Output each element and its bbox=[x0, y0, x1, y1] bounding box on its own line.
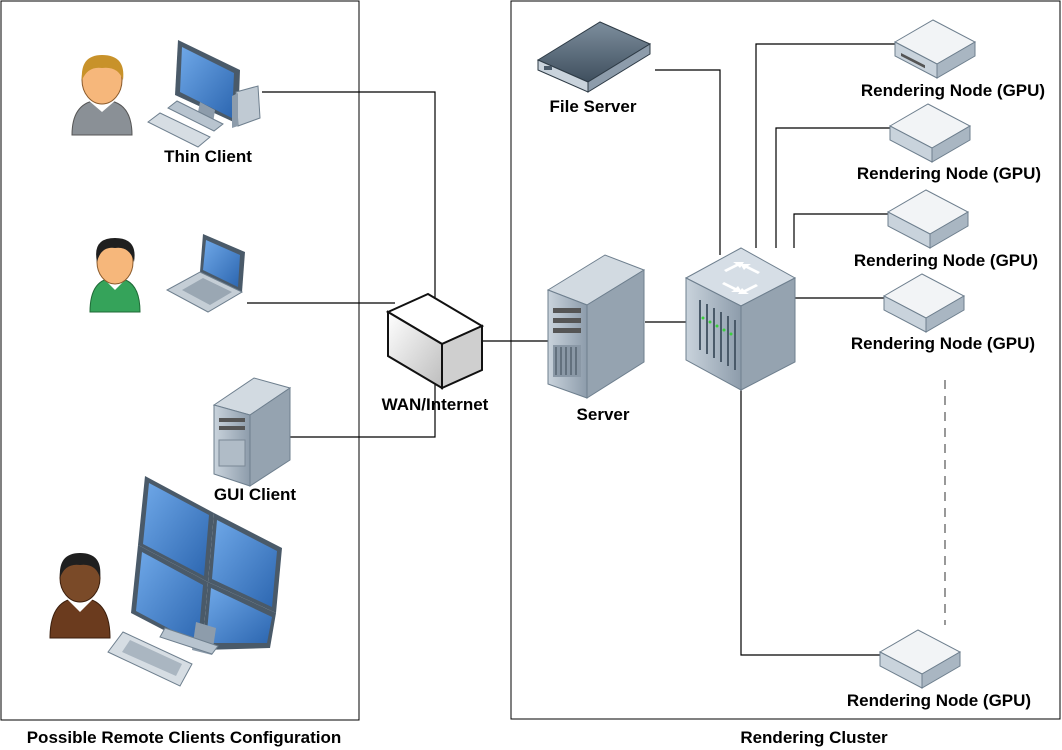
rendering-node-icon bbox=[888, 103, 972, 163]
user-icon bbox=[49, 553, 111, 639]
rendering-node-label: Rendering Node (GPU) bbox=[861, 81, 1045, 100]
connection-lines bbox=[247, 43, 946, 656]
network-switch-icon bbox=[684, 247, 797, 391]
rendering-node-icon bbox=[886, 189, 970, 249]
rendering-node-label: Rendering Node (GPU) bbox=[854, 251, 1038, 270]
server-icon bbox=[546, 254, 646, 399]
rendering-node-label: Rendering Node (GPU) bbox=[851, 334, 1035, 353]
server-label: Server bbox=[577, 405, 630, 424]
wan-label: WAN/Internet bbox=[382, 395, 489, 414]
gui-client-tower-icon bbox=[212, 377, 292, 487]
user-icon bbox=[71, 55, 133, 136]
gui-client-label: GUI Client bbox=[214, 485, 297, 504]
rendering-node-icon bbox=[882, 273, 966, 333]
rendering-node-label: Rendering Node (GPU) bbox=[857, 164, 1041, 183]
clients-panel-frame bbox=[0, 0, 360, 721]
file-server-icon bbox=[536, 21, 652, 93]
rendering-node-label: Rendering Node (GPU) bbox=[847, 691, 1031, 710]
user-icon bbox=[89, 238, 141, 313]
laptop-icon bbox=[165, 234, 245, 313]
thin-client-label: Thin Client bbox=[164, 147, 252, 166]
clients-panel-caption: Possible Remote Clients Configuration bbox=[27, 728, 342, 747]
thin-client-icon bbox=[147, 40, 261, 148]
cluster-panel-frame bbox=[510, 0, 1061, 720]
cluster-panel-caption: Rendering Cluster bbox=[740, 728, 888, 747]
wan-router-icon bbox=[385, 292, 485, 390]
rendering-node-icon bbox=[878, 629, 962, 689]
rendering-node-icon bbox=[893, 19, 977, 79]
file-server-label: File Server bbox=[550, 97, 637, 116]
multi-monitor-workstation-icon bbox=[107, 476, 282, 687]
